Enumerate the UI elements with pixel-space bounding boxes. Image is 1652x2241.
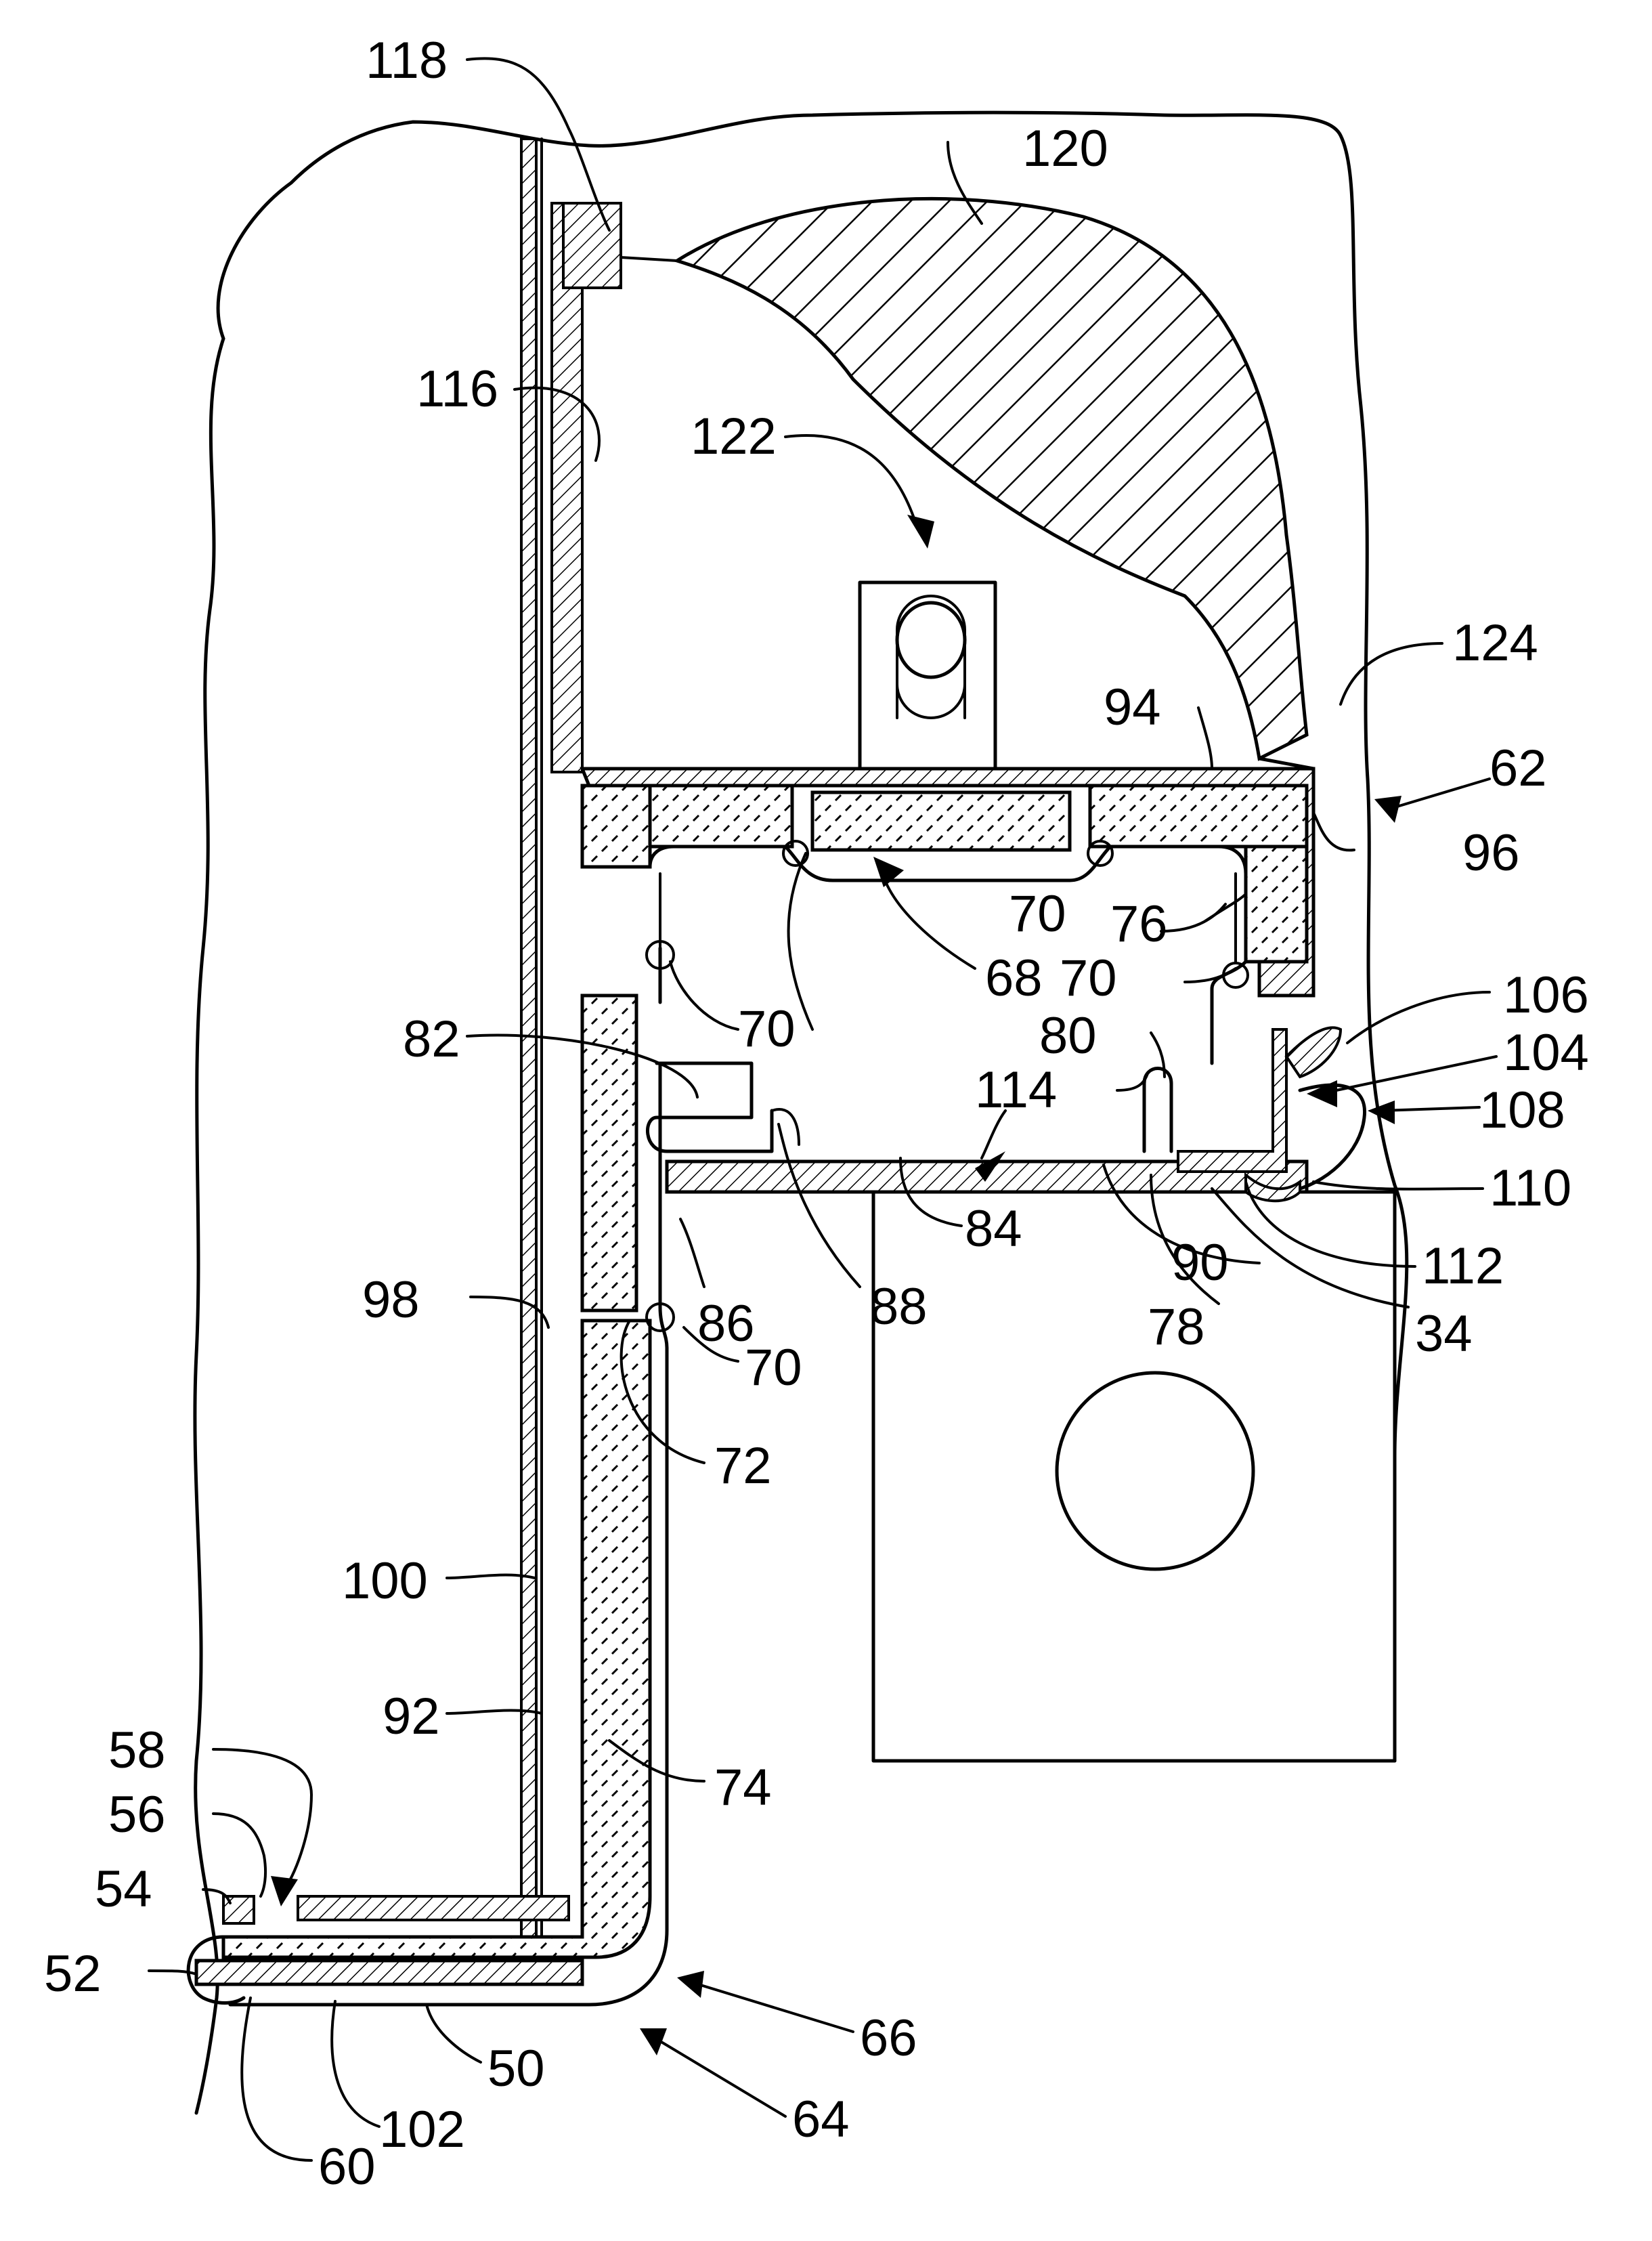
counterweight-leader-edge	[621, 257, 677, 261]
label-84: 84	[965, 1200, 1022, 1258]
leader-lines	[149, 58, 1496, 2160]
section-breakout-left	[195, 339, 223, 2113]
label-78: 78	[1148, 1298, 1205, 1356]
label-74: 74	[714, 1759, 772, 1816]
label-58: 58	[108, 1722, 166, 1779]
foam-block-left-column	[582, 786, 650, 867]
vertical-panel-outer-skin	[521, 139, 536, 1981]
label-68: 68	[985, 949, 1043, 1007]
label-70-right: 70	[1060, 949, 1117, 1007]
latch-flange-80	[1144, 1069, 1171, 1152]
label-108: 108	[1479, 1082, 1565, 1139]
label-98: 98	[362, 1271, 420, 1329]
bottom-rail-top-strip	[298, 1896, 569, 1920]
label-62: 62	[1490, 740, 1547, 797]
label-116: 116	[416, 360, 498, 418]
label-102: 102	[379, 2101, 465, 2158]
label-56: 56	[108, 1786, 166, 1843]
foam-block-top-right	[1090, 786, 1307, 847]
label-54: 54	[95, 1860, 152, 1918]
label-50: 50	[487, 2040, 545, 2097]
label-104: 104	[1503, 1024, 1589, 1082]
label-96: 96	[1462, 824, 1520, 882]
label-70-left: 70	[738, 1000, 796, 1058]
joint-bump-70-top-left	[783, 841, 808, 866]
foam-block-right-column	[1246, 847, 1307, 962]
label-34: 34	[1415, 1305, 1473, 1363]
label-80: 80	[1039, 1007, 1097, 1065]
label-60: 60	[318, 2138, 376, 2196]
label-106: 106	[1503, 966, 1589, 1024]
label-88: 88	[870, 1278, 928, 1336]
label-118: 118	[366, 32, 448, 89]
label-100: 100	[342, 1552, 428, 1610]
label-72: 72	[714, 1437, 772, 1495]
label-112: 112	[1422, 1237, 1504, 1295]
label-76: 76	[1110, 895, 1168, 953]
seal-cover-106	[1286, 1027, 1341, 1077]
rail-hook-82	[647, 1063, 772, 1151]
label-64: 64	[792, 2091, 850, 2148]
label-82: 82	[403, 1010, 460, 1068]
label-122: 122	[691, 408, 777, 465]
label-70-lower: 70	[745, 1339, 802, 1396]
label-52: 52	[44, 1945, 102, 2003]
label-120: 120	[1022, 120, 1108, 177]
label-110: 110	[1490, 1159, 1571, 1217]
label-66: 66	[860, 2009, 917, 2067]
label-70-top: 70	[1009, 885, 1066, 943]
label-124: 124	[1452, 614, 1538, 672]
latch-hook-112	[1178, 1029, 1286, 1172]
top-bracket-118	[563, 203, 621, 288]
label-90: 90	[1171, 1234, 1229, 1292]
label-92: 92	[383, 1688, 440, 1745]
bottom-rail-50	[196, 1961, 582, 1984]
label-94: 94	[1104, 679, 1161, 736]
rail-bump-88	[772, 1109, 799, 1145]
lower-foam-stile-74	[223, 1321, 650, 1957]
foam-block-top-middle	[812, 792, 1070, 850]
label-114: 114	[975, 1061, 1057, 1119]
